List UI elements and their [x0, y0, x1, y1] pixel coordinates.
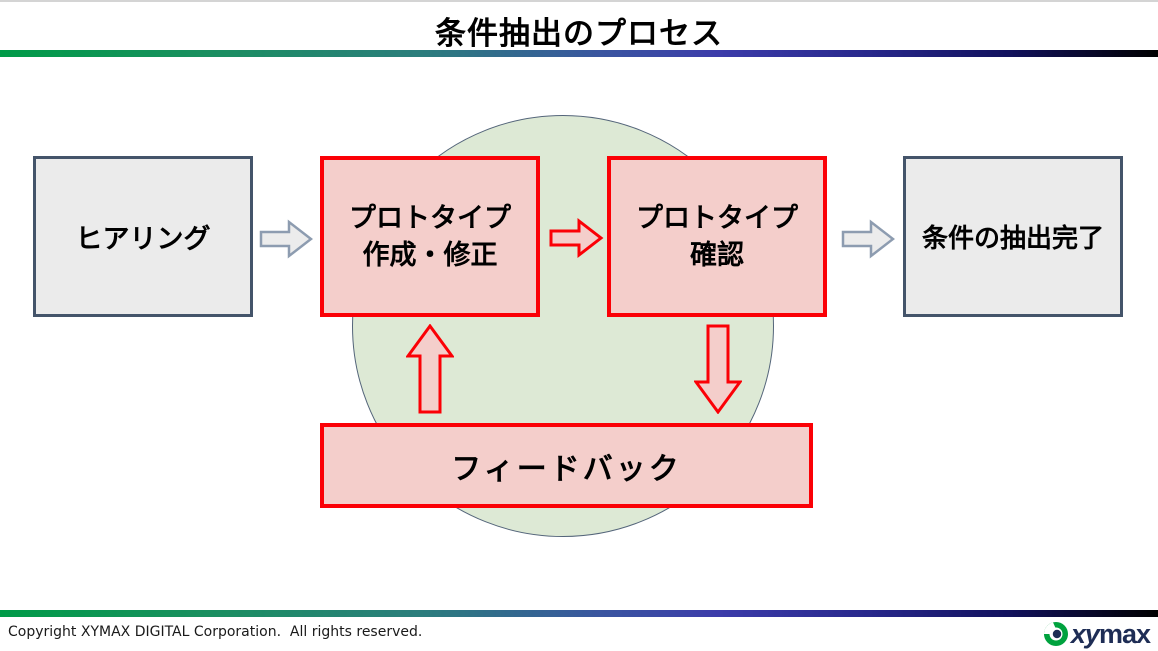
right-arrow-icon-gray-2 — [841, 219, 895, 259]
step-box-prototype-create: プロトタイプ 作成・修正 — [320, 156, 540, 317]
step-label-prototype-create-line2: 作成・修正 — [362, 239, 498, 270]
step-label-prototype-create: プロトタイプ 作成・修正 — [349, 200, 511, 273]
right-arrow-icon-gray-1 — [259, 219, 313, 259]
xymax-logo-text: xymax — [1070, 619, 1151, 649]
page-title: 条件抽出のプロセス — [435, 16, 723, 51]
feedback-label: フィードバック — [451, 452, 682, 486]
step-box-hearing: ヒアリング — [33, 156, 253, 317]
down-arrow-icon-feedback — [694, 324, 742, 414]
step-label-prototype-create-line1: プロトタイプ — [349, 203, 511, 234]
title-underline-gradient-bar — [0, 50, 1158, 57]
xymax-logo-text-max: max — [1098, 619, 1151, 649]
xymax-logo-eye-icon — [1043, 622, 1068, 646]
footer-gradient-bar — [0, 610, 1158, 617]
step-label-prototype-check: プロトタイプ 確認 — [636, 200, 798, 273]
step-box-prototype-check: プロトタイプ 確認 — [607, 156, 827, 317]
feedback-box: フィードバック — [320, 423, 813, 508]
up-arrow-icon-feedback — [406, 324, 454, 414]
step-label-extraction-complete: 条件の抽出完了 — [921, 223, 1104, 253]
step-box-extraction-complete: 条件の抽出完了 — [903, 156, 1123, 317]
xymax-logo: xymax — [1042, 618, 1151, 650]
step-label-prototype-check-line1: プロトタイプ — [636, 203, 798, 234]
step-label-hearing: ヒアリング — [75, 224, 211, 254]
slide-top-border — [0, 0, 1158, 2]
step-label-prototype-check-line2: 確認 — [690, 239, 744, 270]
footer-copyright: Copyright XYMAX DIGITAL Corporation. All… — [8, 624, 423, 640]
xymax-logo-text-xy: xy — [1070, 619, 1100, 649]
right-arrow-icon-red — [549, 217, 604, 259]
